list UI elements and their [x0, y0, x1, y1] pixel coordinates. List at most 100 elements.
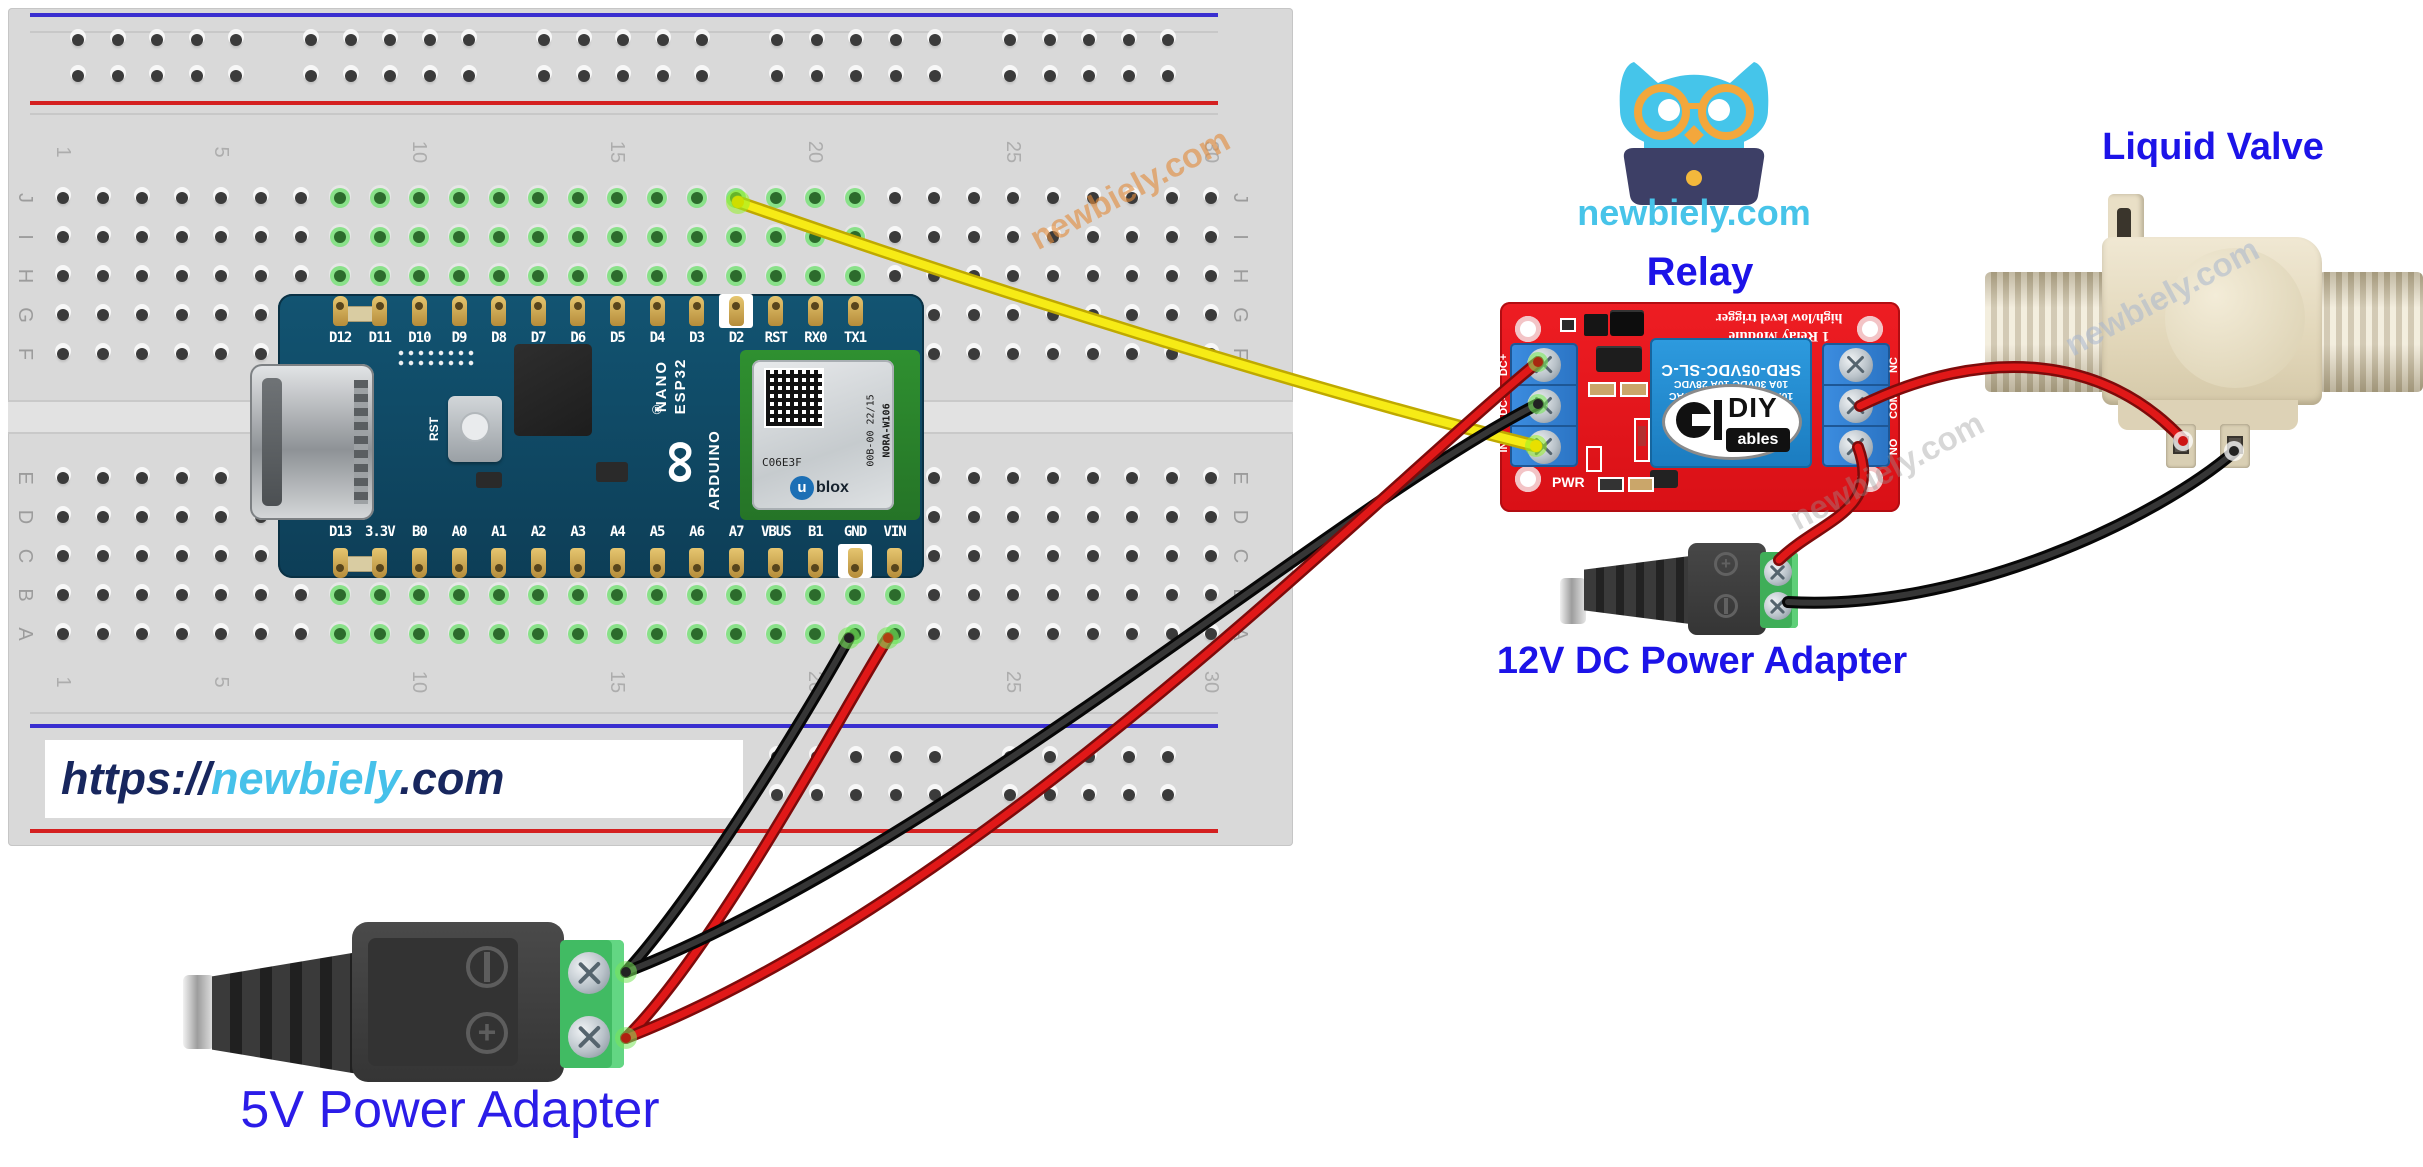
valve-dome	[2165, 248, 2305, 388]
breadboard-hole	[538, 70, 550, 82]
valve-left-pipe-shading	[1985, 272, 2107, 392]
relay-right-terminal-label: NO	[1888, 438, 1900, 456]
breadboard-hole	[136, 270, 149, 282]
breadboard-top-blue-rail-line	[30, 13, 1218, 17]
breadboard-hole	[850, 34, 862, 46]
breadboard-hole	[492, 589, 505, 601]
terminal-screw	[1527, 348, 1561, 382]
terminal-divider	[1822, 384, 1890, 386]
breadboard-hole	[136, 231, 149, 243]
breadboard-hole	[136, 192, 149, 204]
breadboard-hole	[373, 589, 386, 601]
relay-left-terminal-label: DC+	[1498, 353, 1510, 377]
arduino-bottom-pin	[372, 548, 388, 578]
breadboard-hole	[334, 589, 347, 601]
pwr-label: PWR	[1552, 474, 1585, 490]
breadboard-hole	[175, 192, 188, 204]
adapter-12v-title: 12V DC Power Adapter	[1496, 640, 1908, 682]
breadboard-hole	[617, 34, 629, 46]
breadboard-hole	[175, 550, 188, 562]
breadboard-hole	[151, 34, 163, 46]
valve-terminal-hole	[2173, 436, 2189, 454]
breadboard-hole	[255, 550, 267, 562]
breadboard-hole	[571, 270, 584, 282]
breadboard-hole	[423, 70, 436, 82]
breadboard-hole	[929, 34, 941, 46]
breadboard-hole	[96, 511, 109, 523]
breadboard-hole	[255, 231, 267, 243]
arduino-bottom-pin	[570, 548, 586, 578]
breadboard-hole	[373, 270, 386, 282]
arduino-bottom-pin-label: A1	[491, 524, 507, 540]
arduino-top-pin-label: D11	[368, 330, 392, 346]
arduino-bottom-pin-label: VIN	[883, 524, 906, 540]
breadboard-hole	[413, 231, 426, 243]
breadboard-hole	[413, 192, 426, 204]
breadboard-hole	[1043, 70, 1056, 82]
breadboard-hole	[294, 231, 307, 243]
terminal-screw	[568, 1016, 610, 1058]
url-suffix: .com	[399, 753, 505, 804]
breadboard-hole	[151, 70, 163, 82]
diyables-bar-icon	[1714, 400, 1722, 440]
breadboard-hole	[617, 70, 629, 82]
breadboard-hole	[334, 231, 347, 243]
terminal-divider	[1510, 384, 1578, 386]
arduino-top-pin	[332, 296, 348, 326]
breadboard-hole	[373, 231, 386, 243]
smd-ic	[476, 472, 502, 488]
diyables-ables-text: ables	[1726, 428, 1790, 452]
arduino-bottom-pin	[807, 548, 823, 578]
breadboard-hole	[305, 34, 317, 46]
breadboard-hole	[492, 192, 505, 204]
breadboard-hole	[255, 192, 267, 204]
breadboard-hole	[215, 231, 228, 243]
breadboard-hole	[571, 589, 584, 601]
arduino-top-pin	[491, 296, 507, 326]
breadboard-hole	[215, 472, 228, 484]
jumper-cap	[1610, 310, 1644, 336]
breadboard-hole	[651, 270, 663, 282]
breadboard-hole	[215, 192, 228, 204]
breadboard-top-red-rail-line	[30, 101, 1218, 105]
arduino-top-pin-label: D8	[491, 330, 507, 346]
breadboard-hole	[294, 270, 307, 282]
arduino-bottom-pin	[451, 548, 467, 578]
breadboard-hole	[453, 589, 465, 601]
dc12-jack-tip	[1560, 578, 1586, 624]
breadboard-hole	[215, 348, 228, 360]
breadboard-hole	[305, 70, 317, 82]
owl-beak	[1684, 125, 1704, 145]
breadboard-hole	[810, 70, 823, 82]
terminal-screw	[568, 952, 610, 994]
breadboard-hole	[255, 628, 267, 640]
breadboard-hole	[577, 34, 590, 46]
breadboard-hole	[889, 34, 902, 46]
breadboard-hole	[96, 270, 109, 282]
breadboard-hole	[532, 192, 545, 204]
breadboard-hole	[1162, 70, 1174, 82]
arduino-top-pin	[570, 296, 586, 326]
breadboard-hole	[334, 270, 347, 282]
breadboard-hole	[463, 70, 475, 82]
breadboard-hole	[690, 231, 703, 243]
arduino-bottom-pin-label: B0	[411, 524, 428, 540]
breadboard-hole	[175, 511, 188, 523]
valve-lower-slab	[2118, 400, 2298, 430]
logo-site-text: newbiely.com	[1577, 192, 1811, 233]
breadboard-hole	[72, 34, 84, 46]
url-prefix: https://	[61, 753, 211, 804]
breadboard-hole	[453, 270, 465, 282]
plus-symbol-icon: +	[466, 1012, 508, 1054]
arduino-top-pin-label: D4	[649, 330, 666, 346]
breadboard-hole	[696, 34, 708, 46]
breadboard-hole	[255, 589, 267, 601]
breadboard-hole	[696, 70, 708, 82]
arduino-top-pin	[530, 296, 546, 326]
smd-outline	[1628, 477, 1654, 492]
breadboard-hole	[111, 34, 124, 46]
breadboard-hole	[111, 70, 124, 82]
breadboard-hole	[889, 70, 902, 82]
breadboard-hole	[57, 472, 69, 484]
relay-trigger-text: high/low level trigger	[1715, 310, 1843, 326]
